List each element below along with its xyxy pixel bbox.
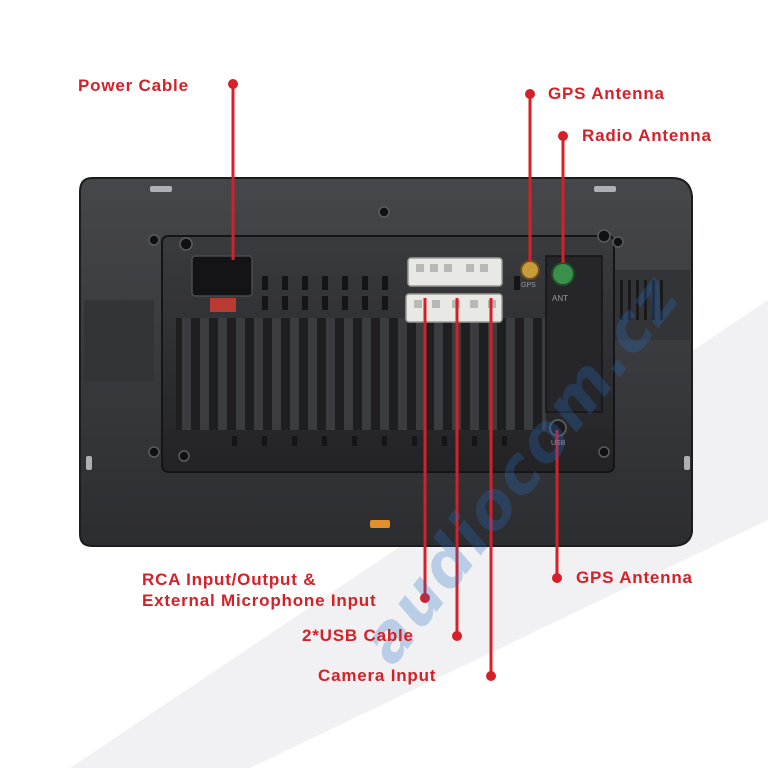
gps-port-mark: GPS	[521, 282, 536, 289]
label-rca-input: RCA Input/Output & External Microphone I…	[142, 569, 376, 611]
fuse	[210, 298, 236, 312]
label-radio-antenna: Radio Antenna	[582, 126, 712, 145]
label-rca-line2: External Microphone Input	[142, 591, 377, 610]
label-power-cable: Power Cable	[78, 76, 189, 95]
usb-port-mark: USB	[551, 440, 566, 447]
screws	[148, 206, 624, 462]
label-gps-antenna-top: GPS Antenna	[548, 84, 665, 103]
lower-vents	[232, 436, 507, 446]
leader-dots	[228, 79, 568, 681]
label-gps-antenna-side: GPS Antenna	[576, 568, 693, 587]
upper-vents	[262, 276, 520, 310]
label-rca-line1: RCA Input/Output &	[142, 570, 317, 589]
gps-port	[520, 260, 540, 280]
right-grille	[620, 280, 663, 320]
leader-lines	[231, 84, 565, 676]
heat-sink	[176, 318, 546, 430]
label-camera-input: Camera Input	[318, 666, 437, 685]
orange-tab	[370, 520, 390, 528]
bezel-left-wing	[84, 300, 154, 382]
bezel-right-wing	[610, 270, 690, 340]
label-usb-cable: 2*USB Cable	[302, 626, 414, 645]
mounting-clips	[86, 186, 690, 470]
ant-port	[551, 262, 575, 286]
power-connector	[191, 255, 253, 297]
ant-port-mark: ANT	[552, 294, 568, 303]
